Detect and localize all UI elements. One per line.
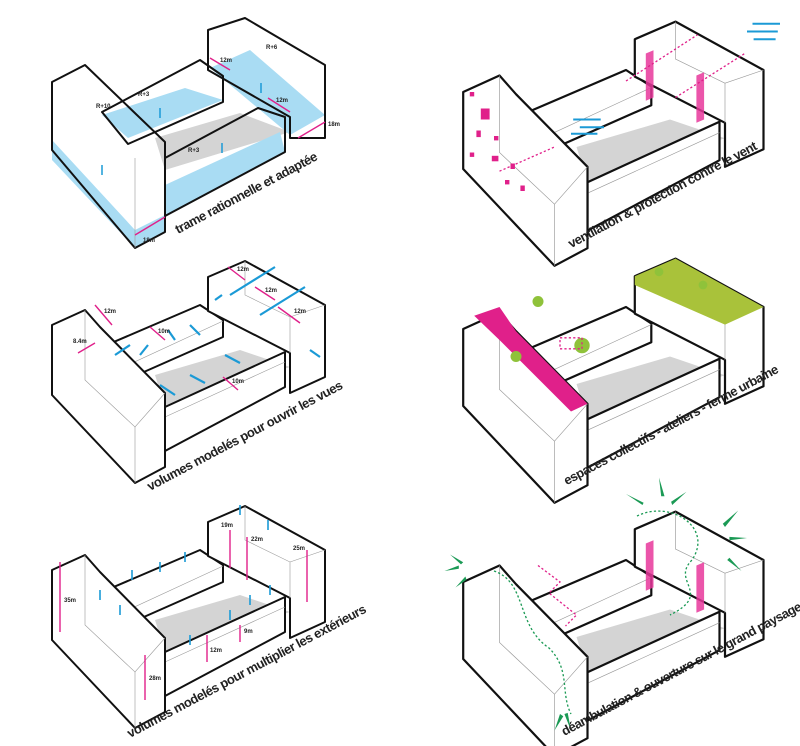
panel-espaces-collectifs: espaces collectifs - ateliers - ferme ur… [462,257,781,504]
dimension-labels: 12m 8.4m 10m 10m 12m 12m 12m [73,266,306,391]
dim-19m: 19m [221,523,233,529]
view-rays-icon [444,477,747,731]
dim-35m: 35m [64,598,76,604]
green-roof [634,258,764,325]
dim-8-4m: 8.4m [73,339,87,345]
dim-12m: 12m [237,267,249,273]
tree-icons [510,267,708,362]
walkway-path [493,510,699,715]
dim-12m: 12m [276,98,288,104]
panel-ventilation: ventilation & protection contre le vent [462,20,781,267]
dim-10m: 10m [158,329,170,335]
dim-18m: 18m [328,122,340,128]
view-arrows [114,266,321,396]
dim-12m: 12m [210,648,222,654]
dim-10m: 10m [232,379,244,385]
dim-12m: 12m [220,58,232,64]
label-r10: R+10 [96,104,111,110]
window-openings [469,92,525,191]
dimension-labels: 12m 12m 18m 18m [134,57,340,244]
dim-18m: 18m [143,238,155,244]
dim-25m: 25m [293,546,305,552]
dim-12m: 12m [294,309,306,315]
panel-trame: R+10 R+3 R+3 R+6 12m 12m 18m 18m trame r… [51,17,340,249]
dimension-labels: 35m 28m 19m 22m 25m 12m 9m [59,523,308,700]
label-r6: R+6 [266,45,278,51]
growth-arrows [101,83,262,175]
dim-12m: 12m [104,309,116,315]
label-r3-front: R+3 [188,148,200,154]
height-labels: R+10 R+3 R+3 R+6 [96,45,278,154]
terrace-arrows [99,505,271,645]
dim-28m: 28m [149,676,161,682]
panel-vues: 12m 8.4m 10m 10m 12m 12m 12m volumes mod… [51,260,345,494]
dim-9m: 9m [244,629,253,635]
wind-icon [571,22,781,135]
magenta-slope [474,307,588,412]
dim-12m: 12m [265,288,277,294]
panel-deambulation: déambulation & ouverture sur le grand pa… [444,477,800,746]
label-r3-back: R+3 [138,92,150,98]
dim-22m: 22m [251,537,263,543]
panel-exterieurs: 35m 28m 19m 22m 25m 12m 9m volumes model… [51,505,368,741]
